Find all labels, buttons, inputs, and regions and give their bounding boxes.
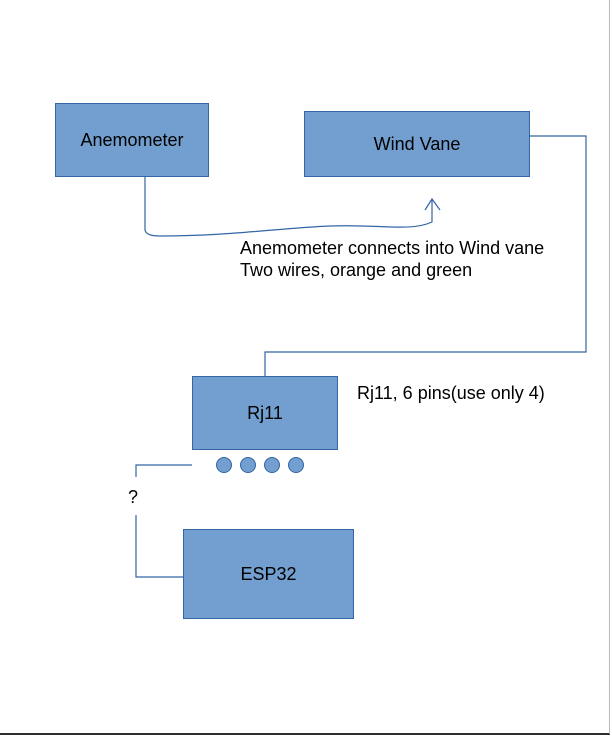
arrowhead-icon	[424, 197, 441, 211]
rj11-pin	[216, 457, 232, 473]
anemometer-box: Anemometer	[55, 103, 209, 177]
anemometer-to-windvane-connector	[144, 177, 433, 237]
rj11-pins-note: Rj11, 6 pins(use only 4)	[357, 383, 545, 403]
anemometer-label: Anemometer	[80, 129, 184, 150]
rj11-box: Rj11	[192, 376, 338, 450]
rj11-pin	[240, 457, 256, 473]
connection-note-line-2: Two wires, orange and green	[240, 260, 473, 280]
wind-vane-box: Wind Vane	[304, 111, 530, 177]
rj11-pin	[264, 457, 280, 473]
rj11-pin	[288, 457, 304, 473]
rj11-to-esp32-bottom-segment	[135, 515, 184, 578]
connection-note-line-1: Anemometer connects into Wind vane	[240, 238, 545, 258]
wind-vane-label: Wind Vane	[373, 133, 461, 154]
connection-note: Anemometer connects into Wind vane Two w…	[240, 237, 544, 281]
rj11-to-esp32-top-segment	[135, 464, 192, 477]
unknown-link-label: ?	[128, 487, 139, 507]
esp32-box: ESP32	[183, 529, 354, 619]
esp32-label: ESP32	[240, 563, 297, 584]
rj11-label: Rj11	[247, 402, 283, 423]
